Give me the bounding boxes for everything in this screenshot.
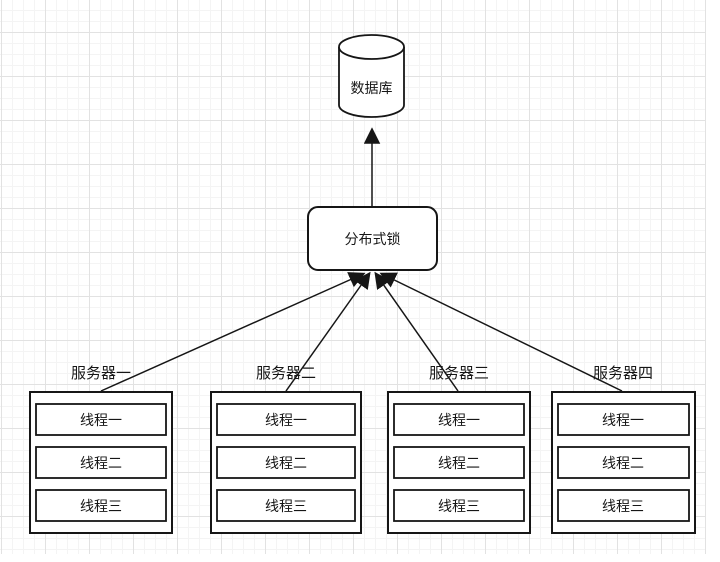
database-cylinder-top [338,34,405,60]
server4-thread2-label: 线程二 [602,455,644,471]
server3-thread1-box [393,403,525,436]
arrow-server2-to-lock [285,271,371,392]
server1-thread3-box [35,489,167,522]
canvas-right-margin [706,0,720,562]
server4-thread3-label: 线程三 [602,498,644,514]
arrow-server3-to-lock [374,271,459,392]
server3-thread1-label: 线程一 [438,412,480,428]
canvas-bottom-margin [0,554,720,562]
arrow-server1-to-lock [100,272,366,392]
server4-label: 服务器四 [593,365,653,382]
server4-thread2-box [557,446,690,479]
database-node: 数据库 [338,34,405,118]
server3-thread2-box [393,446,525,479]
arrow-server4-to-lock [379,272,623,392]
database-label: 数据库 [351,80,393,96]
server2-node: 服务器二 线程一 线程二 线程三 [210,365,362,534]
server1-label: 服务器一 [71,365,131,382]
server1-thread1-box [35,403,167,436]
server3-thread2-label: 线程二 [438,455,480,471]
server1-node: 服务器一 线程一 线程二 线程三 [29,365,173,534]
server4-node: 服务器四 线程一 线程二 线程三 [551,365,696,534]
lock-label: 分布式锁 [345,231,401,247]
database-cylinder-body [338,47,405,118]
server1-thread2-label: 线程二 [80,455,122,471]
server1-thread1-label: 线程一 [80,412,122,428]
server3-node: 服务器三 线程一 线程二 线程三 [387,365,531,534]
server4-thread1-label: 线程一 [602,412,644,428]
server2-thread3-label: 线程三 [265,498,307,514]
server2-thread2-box [216,446,356,479]
server2-label: 服务器二 [256,365,316,382]
server3-label: 服务器三 [429,365,489,382]
server1-thread2-box [35,446,167,479]
lock-box [307,206,438,271]
server4-thread3-box [557,489,690,522]
server2-thread3-box [216,489,356,522]
server2-thread1-label: 线程一 [265,412,307,428]
server3-thread3-label: 线程三 [438,498,480,514]
server3-thread3-box [393,489,525,522]
server2-thread2-label: 线程二 [265,455,307,471]
server4-thread1-box [557,403,690,436]
server1-thread3-label: 线程三 [80,498,122,514]
server2-thread1-box [216,403,356,436]
lock-node: 分布式锁 [307,206,438,271]
